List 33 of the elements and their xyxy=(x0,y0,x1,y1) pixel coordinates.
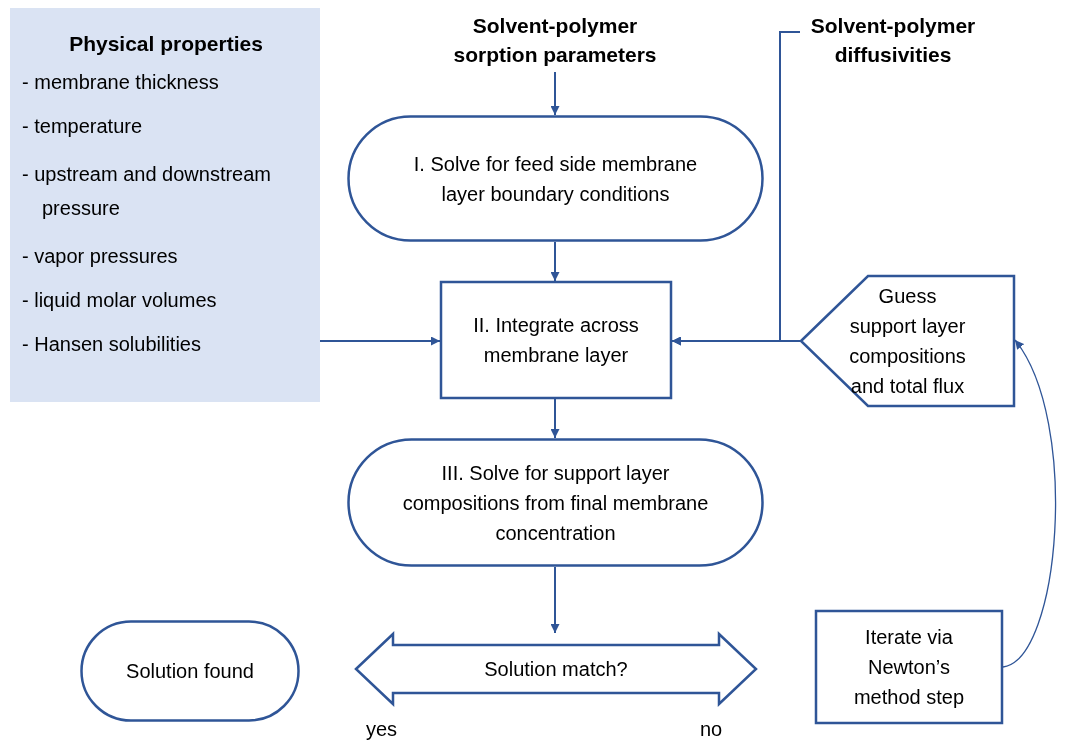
branch-label: no xyxy=(700,718,723,741)
node-text: II. Integrate across membrane layer xyxy=(472,313,640,368)
list-item: - temperature xyxy=(22,114,144,140)
list-item: - vapor pressures xyxy=(22,244,179,270)
node-text: Guess support layer compositions and total flux xyxy=(849,284,966,399)
list-item: - upstream and downstream pressure xyxy=(22,162,272,222)
arrow xyxy=(550,71,560,116)
input-label: Solvent-polymer sorption parameters xyxy=(440,8,670,72)
curved-arrow xyxy=(1002,339,1057,668)
list-item: - Hansen solubilities xyxy=(22,332,202,358)
arrow xyxy=(550,241,560,282)
node-text: Iterate via Newton’s method step xyxy=(852,625,966,710)
list-item: - liquid molar volumes xyxy=(22,288,218,314)
node-text: Solution found xyxy=(126,659,254,684)
properties-panel xyxy=(10,8,320,402)
branch-label: yes xyxy=(366,718,398,741)
node-text: I. Solve for feed side membrane layer boundary conditions xyxy=(412,151,699,207)
arrow xyxy=(550,398,560,439)
node-text: III. Solve for support layer compositions from final membrane concentration xyxy=(401,460,710,546)
arrow xyxy=(671,336,801,346)
node-text: Solution match? xyxy=(484,657,628,682)
end-terminal xyxy=(80,620,300,722)
input-label: Solvent-polymer diffusivities xyxy=(800,8,986,72)
panel-heading: Physical properties xyxy=(68,31,264,57)
process-terminal xyxy=(347,438,764,567)
list-item: - membrane thickness xyxy=(22,70,220,96)
arrow xyxy=(550,566,560,634)
guess-pentagon xyxy=(800,275,1015,407)
decision-double-arrow xyxy=(355,633,757,705)
process-box xyxy=(815,610,1003,724)
process-box xyxy=(440,281,672,399)
process-terminal xyxy=(347,115,764,242)
arrow xyxy=(319,336,441,346)
